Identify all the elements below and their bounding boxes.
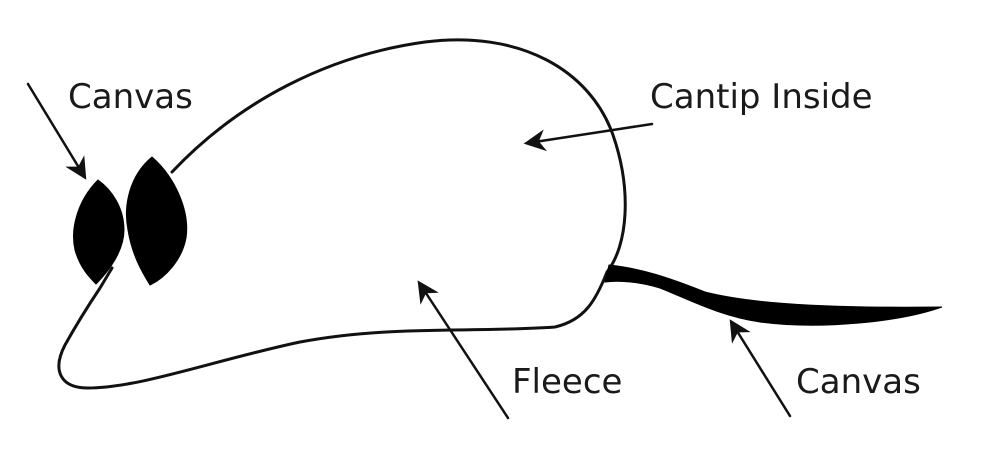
fleece-arrow bbox=[417, 280, 510, 420]
inside-label: Cantip Inside bbox=[650, 77, 873, 117]
inside-arrow bbox=[523, 122, 654, 152]
left-ear-shape bbox=[73, 179, 125, 285]
tail-arrow bbox=[729, 319, 792, 418]
right-ear-shape bbox=[125, 156, 188, 286]
fleece-label: Fleece bbox=[512, 362, 622, 402]
tail-label: Canvas bbox=[796, 362, 921, 402]
mouse-body-outline bbox=[57, 38, 627, 390]
tail-shape bbox=[604, 264, 943, 326]
ears-label: Canvas bbox=[68, 77, 193, 117]
ears-arrow bbox=[26, 82, 87, 180]
